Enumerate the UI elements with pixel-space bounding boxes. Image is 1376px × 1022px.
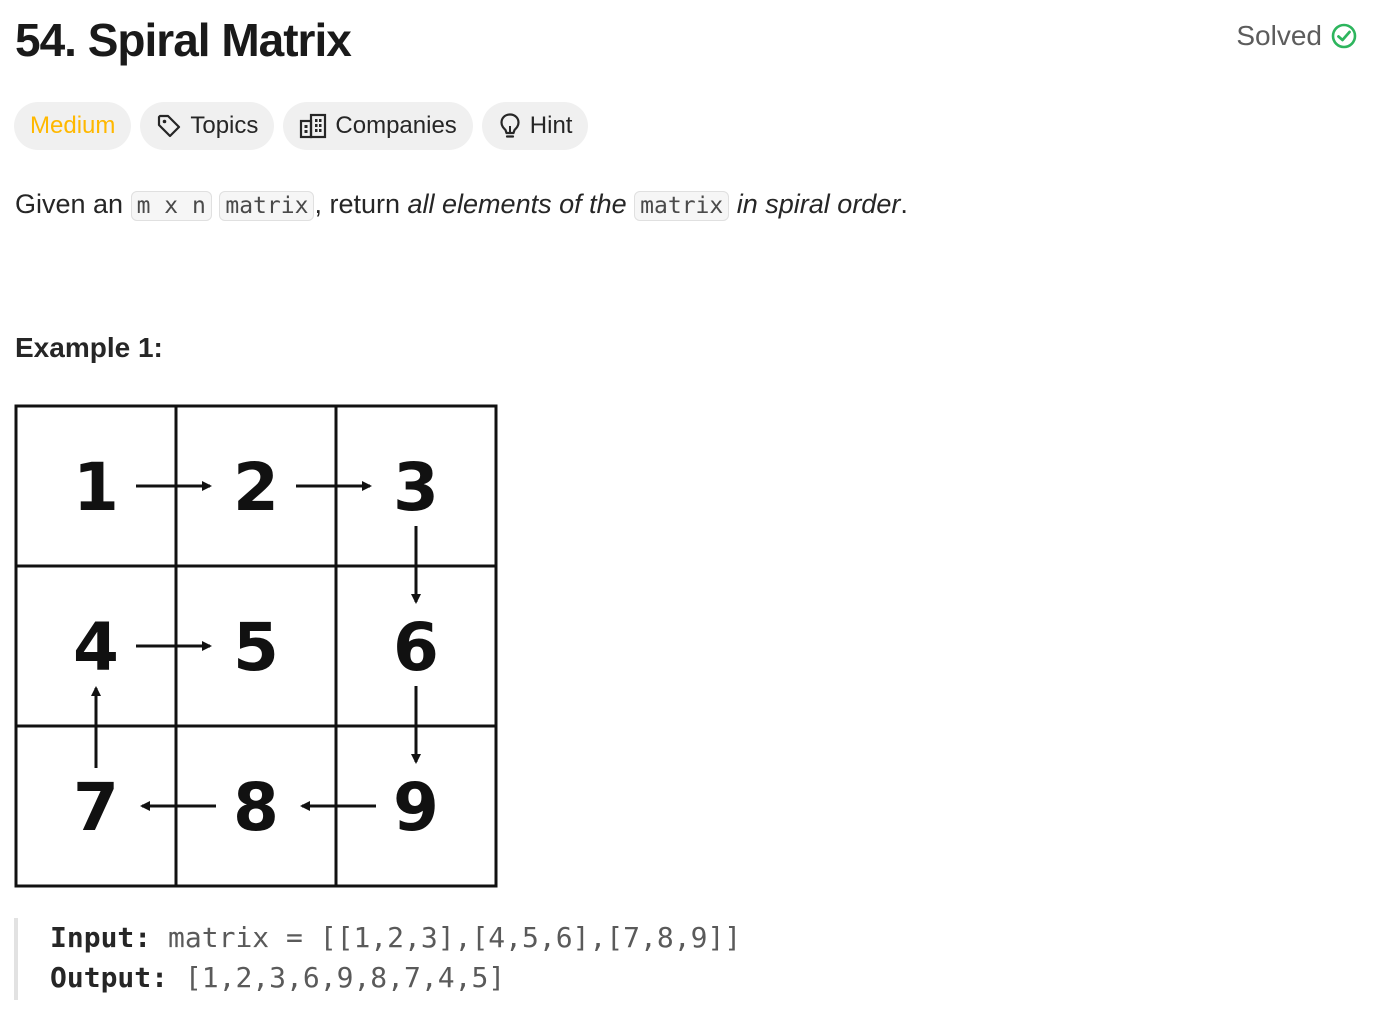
desc-italic-2: in spiral order xyxy=(736,189,901,219)
matrix-border xyxy=(14,404,498,888)
companies-button[interactable]: Companies xyxy=(283,102,473,150)
difficulty-badge: Medium xyxy=(14,102,132,150)
problem-title: 54. Spiral Matrix xyxy=(15,14,352,66)
output-label: Output: xyxy=(50,961,169,994)
desc-text-2: , return xyxy=(314,189,400,219)
companies-label: Companies xyxy=(335,112,457,139)
tag-bar: Medium Topics Companies xyxy=(14,102,589,150)
tag-icon xyxy=(156,113,182,139)
desc-text-1: Given an xyxy=(15,189,124,219)
solved-label: Solved xyxy=(1236,20,1322,51)
lightbulb-icon xyxy=(498,112,522,140)
cell-value: 7 xyxy=(73,769,119,846)
solved-status: Solved xyxy=(1236,20,1358,52)
spiral-matrix-diagram: 1 2 3 4 5 6 7 8 9 xyxy=(14,404,498,888)
topics-button[interactable]: Topics xyxy=(140,102,275,150)
example-title: Example 1: xyxy=(15,332,163,363)
hint-label: Hint xyxy=(529,112,573,139)
example-io-block: Input: matrix = [[1,2,3],[4,5,6],[7,8,9]… xyxy=(14,918,741,1000)
example-input-line: Input: matrix = [[1,2,3],[4,5,6],[7,8,9]… xyxy=(50,918,741,958)
hint-button[interactable]: Hint xyxy=(481,102,589,150)
inline-code-matrix-2: matrix xyxy=(634,191,730,221)
check-circle-icon xyxy=(1330,22,1358,50)
cell-value: 6 xyxy=(393,609,439,686)
output-value: [1,2,3,6,9,8,7,4,5] xyxy=(184,961,506,994)
spiral-matrix-svg: 1 2 3 4 5 6 7 8 9 xyxy=(14,404,498,888)
desc-italic-1: all elements of the xyxy=(407,189,627,219)
cell-value: 1 xyxy=(73,449,119,526)
cell-value: 3 xyxy=(393,449,439,526)
cell-value: 9 xyxy=(393,769,439,846)
input-value: matrix = [[1,2,3],[4,5,6],[7,8,9]] xyxy=(168,921,742,954)
inline-code-dimensions: m x n xyxy=(130,191,212,221)
building-icon xyxy=(299,113,327,139)
difficulty-label: Medium xyxy=(30,112,116,139)
cell-value: 2 xyxy=(233,449,279,526)
desc-text-3: . xyxy=(900,189,908,219)
input-label: Input: xyxy=(50,921,152,954)
cell-value: 8 xyxy=(233,769,279,846)
cell-value: 4 xyxy=(73,609,119,686)
topics-label: Topics xyxy=(190,112,259,139)
example-output-line: Output: [1,2,3,6,9,8,7,4,5] xyxy=(50,958,741,998)
inline-code-matrix: matrix xyxy=(219,191,315,221)
problem-description: Given an m x n matrix, return all elemen… xyxy=(15,184,908,226)
cell-value: 5 xyxy=(233,609,279,686)
